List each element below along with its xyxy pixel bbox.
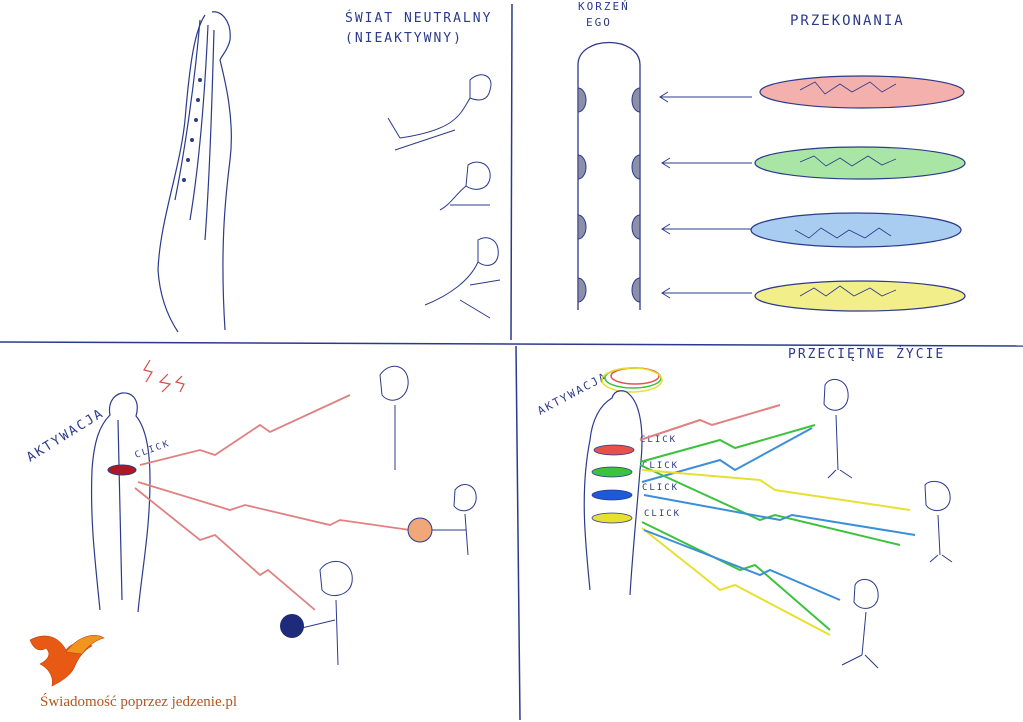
standing-figure <box>157 11 232 333</box>
target-figures <box>284 365 477 666</box>
average-life-title: PRZECIĘTNE ŻYCIE <box>788 346 945 362</box>
belief-capsule-red <box>759 75 965 109</box>
spine-dots <box>182 78 202 182</box>
belief-capsule-blue <box>750 212 962 248</box>
quadrant-dividers <box>0 3 1023 721</box>
people-figures <box>823 378 953 669</box>
belief-capsules <box>750 75 966 312</box>
ego-root-subtitle: EGO <box>586 16 612 29</box>
sitting-figures <box>387 74 501 319</box>
click-label-1: CLICK <box>640 435 677 445</box>
neutral-world-subtitle: (NIEAKTYWNY) <box>345 31 463 46</box>
panel-ego-root: KORZEŃ EGO PRZEKONANIA <box>577 0 966 312</box>
target-dark-ball <box>280 614 304 638</box>
chakra-discs <box>591 444 635 524</box>
phoenix-icon <box>29 635 105 687</box>
click-label-3: CLICK <box>642 483 679 493</box>
ego-root-title: KORZEŃ <box>578 0 630 13</box>
ego-root-shape <box>577 41 641 310</box>
ego-root-bumps <box>577 87 641 303</box>
activation-label: AKTYWACJA <box>24 406 107 466</box>
belief-capsule-green <box>754 146 966 180</box>
panel-average-life: PRZECIĘTNE ŻYCIE AKTYWACJA CLICK CLICK C… <box>535 346 953 669</box>
panel-neutral-world: ŚWIAT NEUTRALNY (NIEAKTYWNY) <box>157 10 501 333</box>
belief-capsule-yellow <box>754 280 966 312</box>
belief-scribbles <box>794 81 897 297</box>
click-label-2: CLICK <box>642 461 679 471</box>
belief-arrows <box>659 91 752 299</box>
panel-activation: AKTYWACJA CLICK <box>24 359 477 666</box>
brand-text: Świadomość poprzez jedzenie.pl <box>40 694 238 710</box>
stimulus-lightning <box>143 359 185 393</box>
halo <box>601 367 663 393</box>
activation-click: CLICK <box>134 439 172 461</box>
target-orange-ball <box>407 517 433 543</box>
beliefs-label: PRZEKONANIA <box>790 13 905 29</box>
average-figure <box>583 390 643 596</box>
neutral-world-title: ŚWIAT NEUTRALNY <box>345 10 492 26</box>
reaction-rays-colored <box>639 404 916 636</box>
reaction-rays <box>134 394 411 611</box>
activation-figure <box>90 392 151 613</box>
activation-red-disc <box>107 464 137 476</box>
click-label-4: CLICK <box>644 509 681 519</box>
